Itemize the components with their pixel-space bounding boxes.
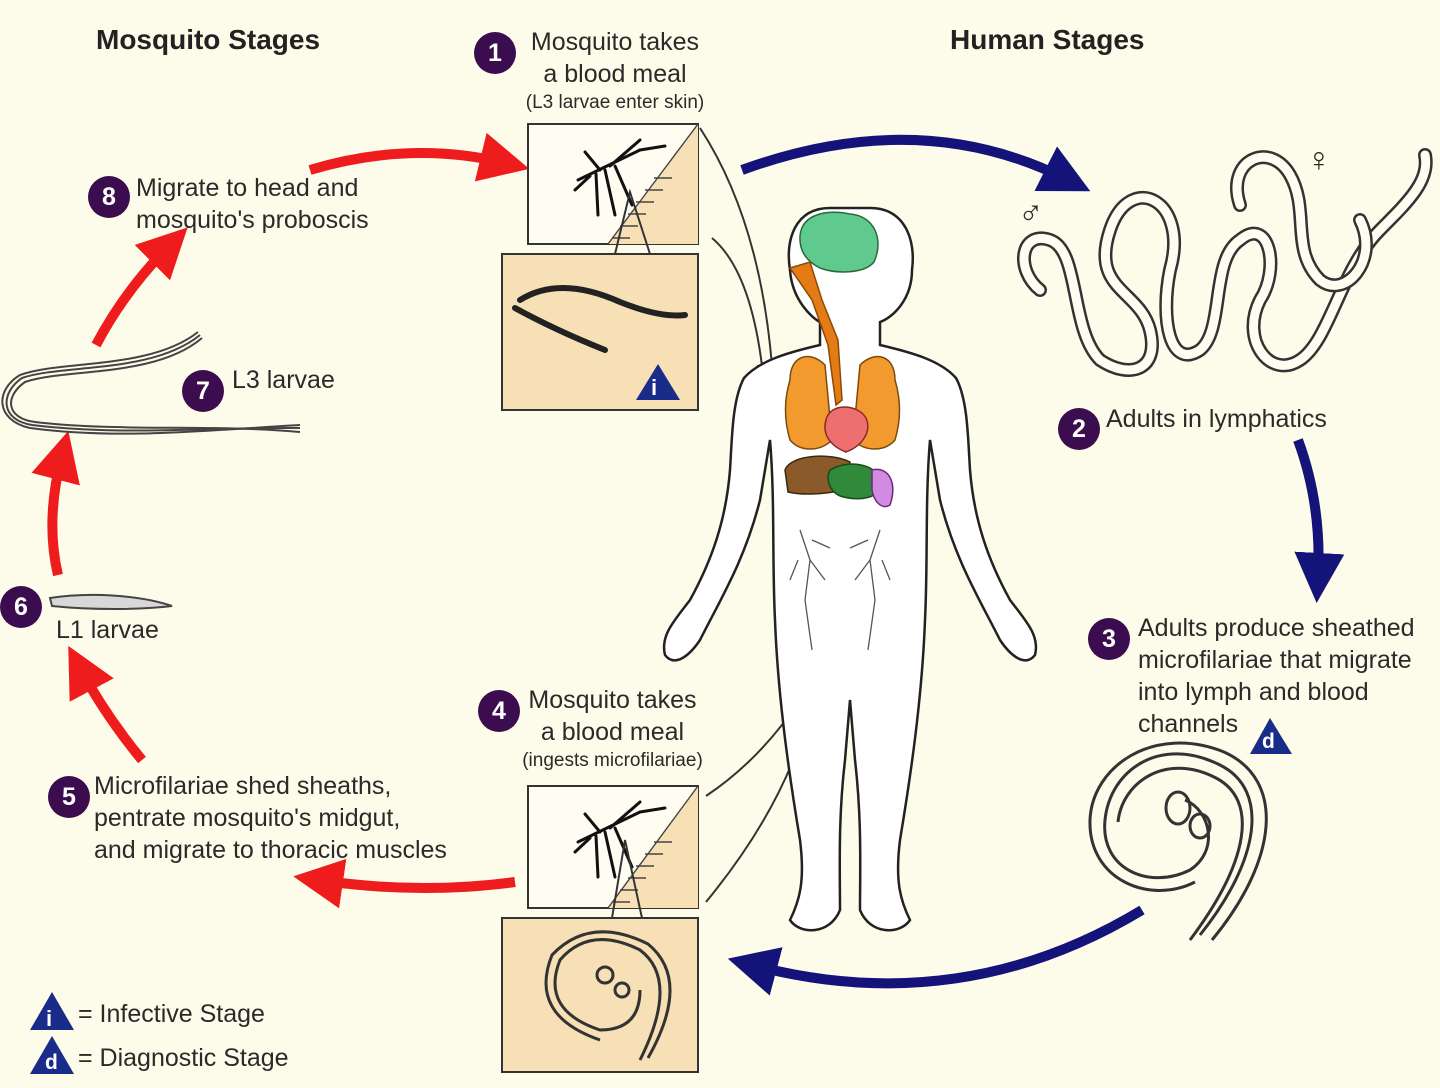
lungs-left: [784, 355, 833, 450]
arrow-step1-to-step2: [740, 134, 1091, 192]
heart: [824, 406, 869, 453]
lymph-vessels: [789, 529, 891, 651]
step8-label: Migrate to head and mosquito's proboscis: [136, 174, 369, 234]
diagnostic-badge: d: [1262, 730, 1275, 753]
esophagus: [788, 261, 843, 407]
infective-badge: i: [651, 375, 658, 400]
legend-badges: [30, 364, 1292, 1074]
step7-label: L3 larvae: [232, 366, 335, 394]
human-stages-header: Human Stages: [950, 24, 1145, 55]
step6-label: L1 larvae: [56, 616, 159, 644]
step3-number: 3: [1088, 618, 1130, 660]
microfilaria-small-drawing: [544, 930, 672, 1061]
microfilaria-large-drawing: [1088, 741, 1268, 941]
step2-label: Adults in lymphatics: [1106, 405, 1327, 433]
arrow-step3-to-step4: [727, 905, 1145, 996]
female-symbol: ♀: [1306, 141, 1332, 179]
arrow-step4-to-step5: [293, 858, 516, 909]
mosquito-drawing: [573, 138, 667, 217]
arrow-step8-to-step1: [308, 132, 530, 182]
arrow-step7-to-step8: [91, 227, 188, 348]
step1-label: Mosquito takes a blood meal (L3 larvae e…: [525, 28, 705, 113]
adult-worms-drawing: [1017, 148, 1433, 377]
arrow-step2-to-step3: [1293, 438, 1345, 603]
stomach: [827, 463, 883, 500]
l3-larva-large-drawing: [1, 331, 301, 435]
step6-number: 6: [0, 586, 42, 628]
human-body: [662, 206, 1038, 932]
legend-diagnostic-label: = Diagnostic Stage: [78, 1044, 289, 1072]
step7-number: 7: [182, 370, 224, 412]
step4-panels: [501, 785, 699, 1073]
step8-number: 8: [88, 176, 130, 218]
arrow-step5-to-step6: [68, 645, 146, 764]
legend-infective-badge: i: [46, 1006, 53, 1031]
step1-panels: [501, 123, 699, 411]
spleen: [871, 468, 894, 508]
arrow-step6-to-step7: [31, 430, 80, 577]
l3-larva-drawing: [512, 285, 688, 353]
mosquito-stages-header: Mosquito Stages: [96, 24, 321, 55]
step4-number: 4: [478, 690, 520, 732]
legend-diagnostic-badge: d: [45, 1051, 58, 1074]
step3-label: Adults produce sheathed microfilariae th…: [1138, 614, 1415, 738]
legend-infective-label: = Infective Stage: [78, 1000, 265, 1028]
male-symbol: ♂: [1018, 193, 1044, 231]
step2-number: 2: [1058, 408, 1100, 450]
mosquito-cycle-arrows: [31, 132, 530, 909]
step4-label: Mosquito takes a blood meal (ingests mic…: [522, 686, 703, 771]
brain: [799, 211, 879, 273]
step5-number: 5: [48, 776, 90, 818]
l1-larva-drawing: [48, 593, 173, 610]
step1-number: 1: [474, 32, 516, 74]
human-cycle-arrows: [727, 134, 1345, 996]
step5-label: Microfilariae shed sheaths, pentrate mos…: [94, 772, 447, 864]
